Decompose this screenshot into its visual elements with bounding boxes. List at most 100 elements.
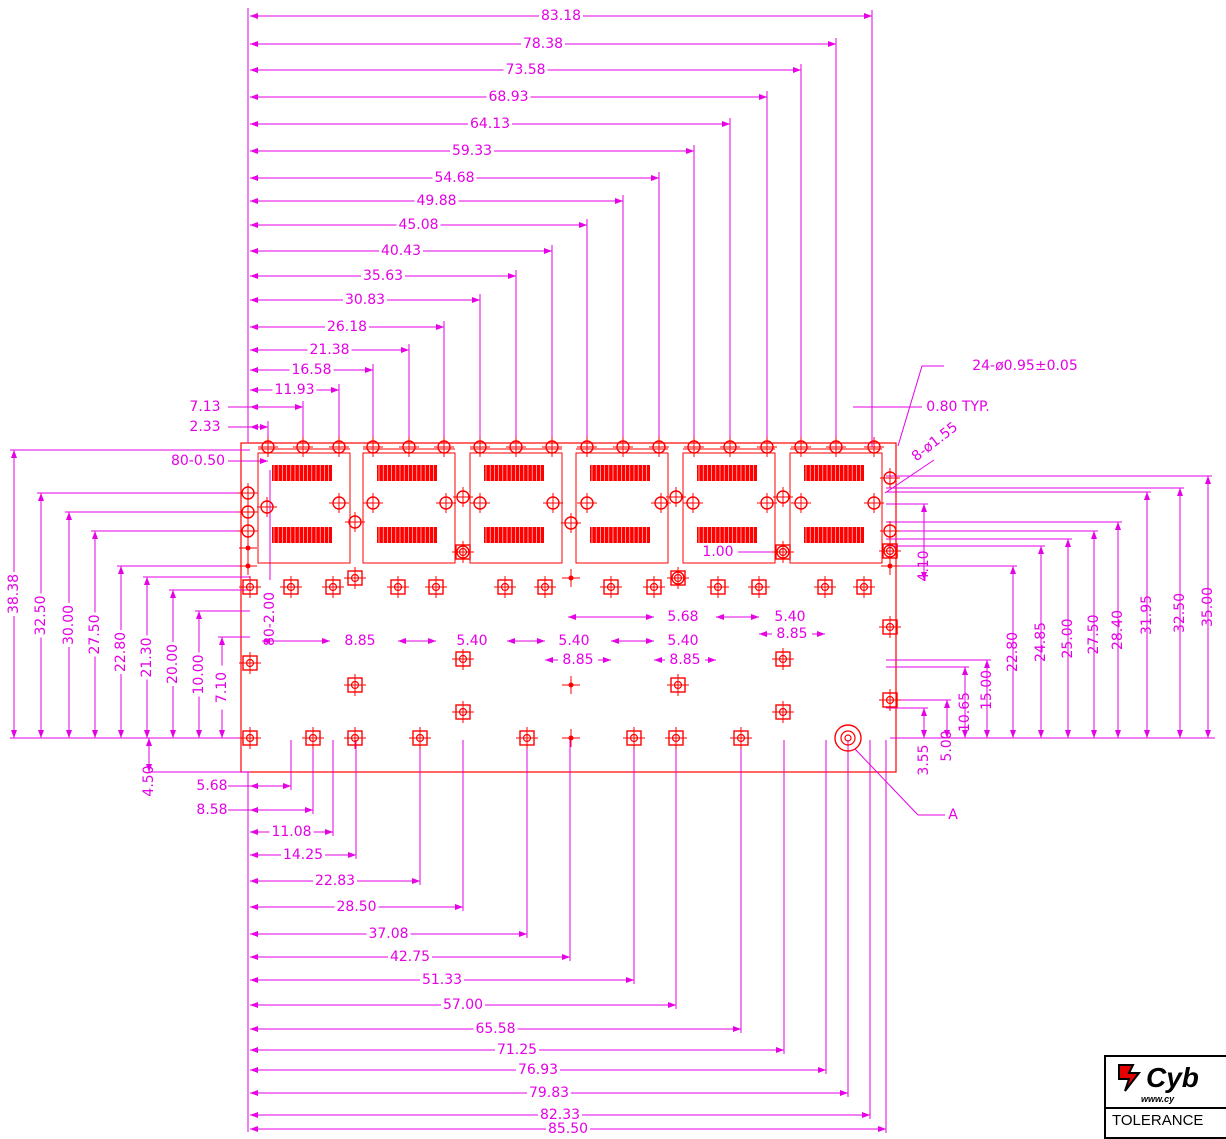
dim-spacing-0: 8.85 [344,633,375,649]
dim-top-13: 21.38 [309,342,349,358]
round-pad [329,493,349,513]
round-pad [666,487,686,507]
dim-right-1: 32.50 [1172,593,1188,633]
round-pad [506,437,526,457]
dim-top-4: 64.13 [470,116,510,132]
square-pad [280,576,302,598]
dim-right-9: 10.65 [957,692,973,732]
board-outline [240,442,897,773]
dim-bottom-11: 71.25 [497,1042,537,1058]
dim-top-15: 11.93 [274,382,314,398]
led-contact-strip [377,465,437,481]
dim-bottom-3: 14.25 [283,847,323,863]
dim-top-6: 54.68 [434,170,474,186]
dim-left-6: 20.00 [165,644,181,684]
round-pad [543,493,563,513]
square-pad [387,576,409,598]
dim-left-0: 38.38 [6,574,22,614]
dim-bottom-15: 85.50 [548,1121,588,1136]
datum-label: A [948,807,958,823]
dim-right-11: 3.55 [916,744,932,775]
led-contact-strip [377,527,437,543]
dim-bottom-6: 37.08 [368,926,408,942]
round-pad [238,521,258,541]
fiducial-mark [562,569,580,587]
dim-right-12: 4.10 [916,550,932,581]
led-contact-strip [272,527,332,543]
square-pad [772,648,794,670]
dim-bottom-13: 79.83 [529,1085,569,1101]
round-pad [399,437,419,457]
fiducial-mark [239,557,257,575]
dim-spacing-5: 5.40 [667,633,698,649]
dim-top-10: 35.63 [363,268,403,284]
round-pad [453,542,473,562]
round-pad [345,512,365,532]
dim-right-4: 27.50 [1086,614,1102,654]
dim-bottom-1: 8.58 [196,802,227,818]
square-pad [667,674,689,696]
dim-top-0: 83.18 [541,8,581,24]
dim-top-8: 45.08 [398,217,438,233]
dim-left-3: 27.50 [87,614,103,654]
dim-top-1: 78.38 [523,36,563,52]
dim-right-0: 35.00 [1200,587,1216,627]
square-pad [853,576,875,598]
dim-top-11: 30.83 [345,292,385,308]
square-pad [452,648,474,670]
rj45-port [257,448,351,564]
round-pad [880,521,900,541]
round-pad [651,493,671,513]
round-pad [329,437,349,457]
square-pad [344,567,366,589]
mount-hole-note: 8-ø1.55 [909,419,961,465]
square-pad [665,727,687,749]
round-pad [683,493,703,513]
square-pad [643,576,665,598]
rj45-port [575,448,669,564]
dim-bottom-2: 11.08 [271,824,311,840]
dim-left-8: 7.10 [214,672,230,703]
dim-bottom-12: 76.93 [518,1062,558,1078]
led-contact-strip [590,527,650,543]
dim-top-5: 59.33 [452,143,492,159]
dim-top-12: 26.18 [327,319,367,335]
led-contact-strip [484,527,544,543]
square-pad [425,576,447,598]
title-block-divider [1104,1107,1226,1109]
fiducial-mark [881,557,899,575]
dim-bottom-10: 65.58 [475,1021,515,1037]
led-contact-strip [590,465,650,481]
rj45-port [362,448,456,564]
round-pad [773,487,793,507]
dim-top-17: 2.33 [189,419,220,435]
square-pad [814,576,836,598]
square-pad [623,727,645,749]
dim-bottom-14: 82.33 [540,1107,580,1123]
round-pad [453,487,473,507]
dim-right-10: 5.00 [939,730,955,761]
square-pad [452,701,474,723]
square-pad [748,576,770,598]
square-pad [239,727,261,749]
dim-bottom-9: 57.00 [443,997,483,1013]
dim-top-14: 16.58 [291,362,331,378]
square-pad [344,727,366,749]
rj45-ports [257,448,883,564]
square-pad [707,576,729,598]
dim-spacing-3: 8.85 [562,652,593,668]
round-pad [720,437,740,457]
round-pad [757,437,777,457]
square-pad [239,576,261,598]
rj45-port [789,448,883,564]
square-pad [730,727,752,749]
round-pad [757,493,777,513]
dim-right-5: 25.00 [1060,618,1076,658]
round-pad [363,493,383,513]
fiducial-mark [239,539,257,557]
round-pad [293,437,313,457]
dim-left-7: 10.00 [191,654,207,694]
dim-right-8: 15.00 [979,670,995,710]
round-pad [791,437,811,457]
round-pad [363,437,383,457]
